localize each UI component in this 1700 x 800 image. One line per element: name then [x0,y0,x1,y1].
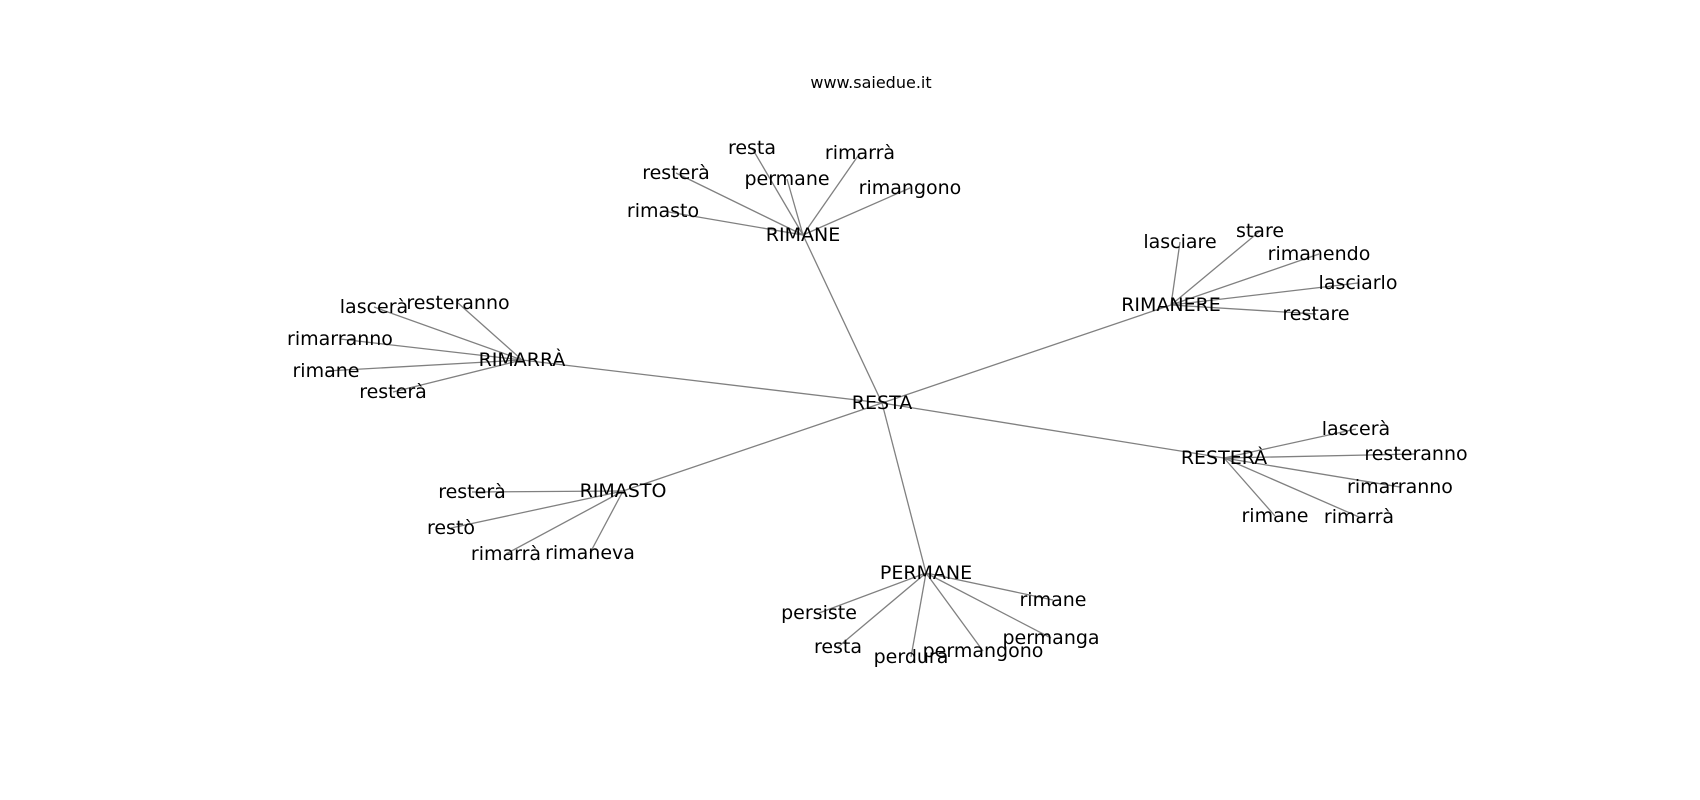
leaf-node-rimasto-resto: restò [427,517,475,539]
edge-rimarra-to-rimane [325,359,523,372]
edge-restera-to-rimarra [1223,457,1360,518]
edge-restera-to-lascera [1223,428,1357,459]
root-node-label: RESTA [852,392,912,414]
edge-restera-to-rimane [1223,457,1276,517]
edge-permane-to-permanga [925,572,1052,639]
leaf-node-rimane-rimarra: rimarrà [825,142,895,164]
edge-root-to-rimanere [881,304,1172,404]
edge-rimanere-to-stare [1170,230,1261,306]
edge-root-to-rimasto [622,402,883,492]
leaf-node-rimane-permane: permane [744,168,829,190]
leaf-node-permane-resta: resta [814,636,862,658]
edge-rimane-to-permane [786,178,804,236]
leaf-node-restera-rimarranno: rimarranno [1347,476,1453,498]
leaf-node-rimanere-rimanendo: rimanendo [1268,243,1371,265]
edge-rimane-to-restera [675,172,804,236]
edge-rimanere-to-rimanendo [1170,253,1320,306]
edge-permane-to-resta [837,572,927,648]
edge-root-to-permane [881,402,927,574]
leaf-node-permane-permanga: permanga [1002,627,1099,649]
leaf-node-rimarra-lascera: lascerà [340,296,408,318]
leaf-node-rimanere-lasciare: lasciare [1143,231,1216,253]
leaf-node-permane-perdura: perdura [874,646,949,668]
edge-rimane-to-rimasto [662,210,804,236]
edge-permane-to-permangono [925,572,984,652]
edge-permane-to-perdura [910,572,927,658]
edge-rimane-to-rimangono [802,187,911,236]
edge-rimasto-to-resto [450,490,624,529]
leaf-node-permane-permangono: permangono [923,640,1044,662]
edge-rimane-to-resta [751,147,804,236]
leaf-node-rimarra-restera: resterà [359,381,427,403]
leaf-node-restera-rimane: rimane [1242,505,1309,527]
leaf-node-rimasto-rimarra: rimarrà [471,543,541,565]
leaf-node-permane-persiste: persiste [781,602,857,624]
leaf-node-restera-resteranno: resteranno [1364,443,1467,465]
leaf-node-rimanere-restare: restare [1282,303,1349,325]
edge-permane-to-rimane [925,572,1054,601]
edge-root-to-restera [881,402,1225,459]
leaf-node-rimane-resta: resta [728,137,776,159]
edge-root-to-rimane [802,234,883,404]
node-labels: RESTA RIMANE resta rimarrà resterà permane rim… [287,137,1468,668]
hub-node-rimane: RIMANE [766,224,840,246]
edges [325,147,1417,658]
leaf-node-rimane-rimangono: rimangono [859,177,962,199]
leaf-node-rimasto-restera: resterà [438,481,506,503]
leaf-node-rimarra-rimarranno: rimarranno [287,328,393,350]
leaf-node-rimanere-lasciarlo: lasciarlo [1319,272,1398,294]
hub-node-restera: RESTERÀ [1181,446,1267,469]
edge-rimasto-to-rimaneva [589,490,624,554]
leaf-node-rimane-rimasto: rimasto [627,200,699,222]
leaf-node-restera-rimarra: rimarrà [1324,506,1394,528]
edge-restera-to-resteranno [1223,453,1417,459]
leaf-node-rimanere-stare: stare [1236,220,1284,242]
hub-node-rimasto: RIMASTO [580,480,667,502]
edge-rimarra-to-lascera [373,306,523,361]
hub-node-rimarra: RIMARRÀ [479,348,566,371]
edge-rimanere-to-lasciarlo [1170,282,1359,306]
site-url-title: www.saiedue.it [810,73,931,92]
hub-node-rimanere: RIMANERE [1121,294,1221,316]
leaf-node-rimasto-rimaneva: rimaneva [545,542,635,564]
leaf-node-rimarra-resteranno: resteranno [406,292,509,314]
leaf-node-rimarra-rimane: rimane [293,360,360,382]
leaf-node-permane-rimane: rimane [1020,589,1087,611]
edge-rimane-to-rimarra [802,152,861,236]
edge-rimarra-to-rimarranno [339,338,523,361]
edge-permane-to-persiste [818,572,927,614]
edge-restera-to-rimarranno [1223,457,1401,488]
edge-rimarra-to-restera [392,359,523,393]
edge-root-to-rimarra [521,359,883,404]
edge-rimarra-to-resteranno [457,302,523,361]
hub-node-permane: PERMANE [880,562,972,584]
edge-rimasto-to-restera [471,490,624,493]
leaf-node-rimane-restera: resterà [642,162,710,184]
edge-rimanere-to-lasciare [1170,241,1181,306]
edge-rimasto-to-rimarra [505,490,624,555]
edge-rimanere-to-restare [1170,304,1317,315]
leaf-node-restera-lascera: lascerà [1322,418,1390,440]
